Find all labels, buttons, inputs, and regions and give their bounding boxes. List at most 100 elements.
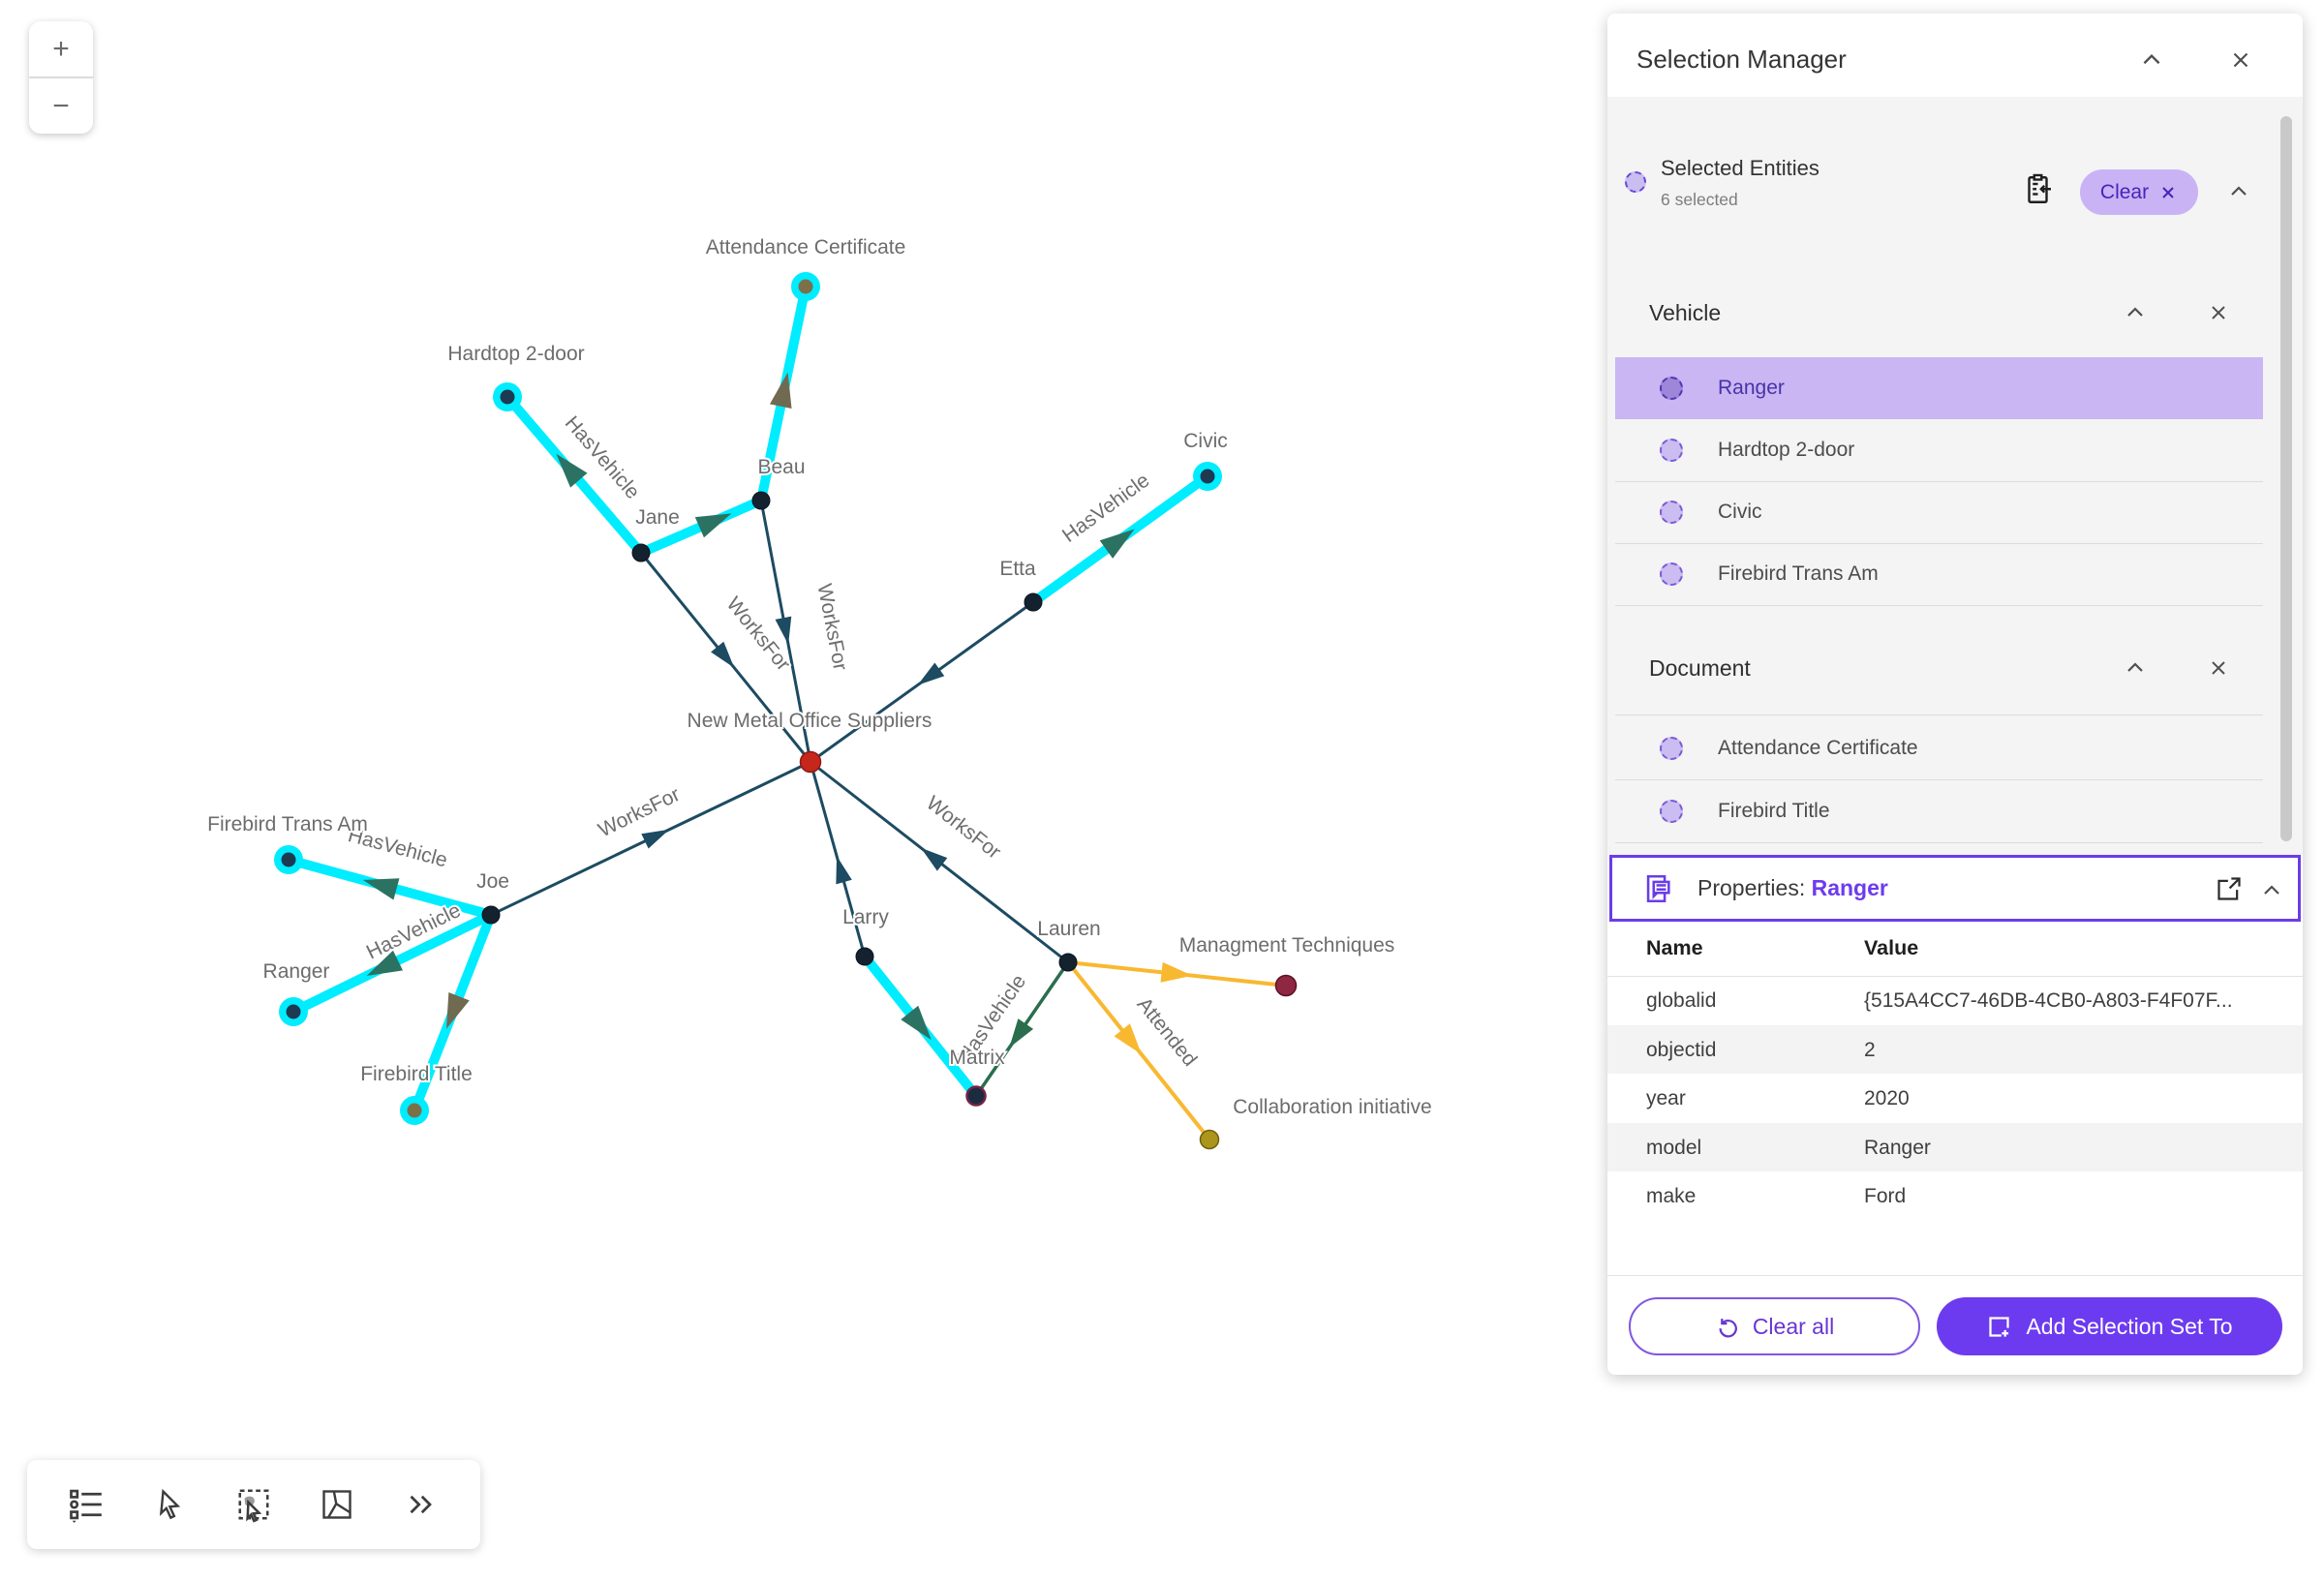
prop-value: {515A4CC7-46DB-4CB0-A803-F4F07F... — [1864, 989, 2233, 1012]
node-label-etta: Etta — [999, 558, 1036, 580]
node-core-attcert — [798, 279, 813, 294]
node-label-attcert: Attendance Certificate — [706, 236, 906, 258]
node-label-company: New Metal Office Suppliers — [688, 710, 933, 732]
edge-arrow-larry-matrix — [901, 1005, 932, 1041]
zoom-out-button[interactable]: − — [52, 89, 70, 122]
group-header-document: Document — [1649, 655, 1751, 681]
open-properties-panel-icon[interactable] — [2216, 875, 2243, 902]
add-to-set-icon — [1989, 1316, 2010, 1337]
clear-all-button[interactable]: Clear all — [1629, 1297, 1920, 1355]
legend-list-icon[interactable] — [65, 1483, 107, 1526]
node-collab[interactable] — [1199, 1129, 1220, 1150]
prop-name: year — [1646, 1087, 1686, 1109]
clear-selection-button[interactable]: Clear — [2080, 169, 2198, 215]
edge-arrow-lauren-mgmt — [1160, 961, 1193, 983]
zoom-control: + − — [29, 21, 93, 134]
panel-close-icon[interactable] — [2227, 46, 2254, 74]
layout-links-icon[interactable] — [316, 1483, 358, 1526]
edge-arrow-lauren-company — [920, 847, 948, 871]
node-mgmt[interactable] — [1274, 974, 1298, 997]
panel-scrollbar[interactable] — [2280, 116, 2292, 841]
properties-collapse-icon[interactable] — [2258, 877, 2285, 904]
node-etta[interactable] — [1024, 592, 1043, 612]
entity-dot-icon — [1660, 562, 1683, 586]
column-header-value: Value — [1864, 936, 1919, 959]
table-row-stripe — [1607, 1025, 2303, 1074]
node-label-collab: Collaboration initiative — [1233, 1096, 1431, 1118]
node-label-ftitle: Firebird Title — [360, 1063, 473, 1085]
edge-arrow-joe-ftitle — [445, 992, 470, 1029]
edge-arrow-joe-fta — [362, 878, 400, 900]
node-beau[interactable] — [751, 491, 771, 510]
properties-header[interactable]: Properties: Ranger — [1609, 855, 2301, 922]
list-item-hardtop-2-door[interactable]: Hardtop 2-door — [1615, 419, 2263, 481]
vehicle-collapse-icon[interactable] — [2122, 299, 2149, 326]
node-lauren[interactable] — [1058, 953, 1078, 972]
edge-arrow-jane-beau — [694, 513, 732, 538]
table-row-stripe — [1607, 1123, 2303, 1171]
selected-entities-badge-icon — [1625, 171, 1646, 193]
entity-dot-icon — [1660, 377, 1683, 400]
add-selection-set-button[interactable]: Add Selection Set To — [1937, 1297, 2282, 1355]
list-item-civic[interactable]: Civic — [1615, 481, 2263, 543]
node-label-matrix: Matrix — [949, 1047, 1005, 1069]
entity-dot-icon — [1660, 501, 1683, 524]
node-label-hardtop: Hardtop 2-door — [447, 343, 584, 365]
prop-value: Ford — [1864, 1185, 1907, 1207]
prop-value: 2 — [1864, 1039, 1876, 1061]
node-label-beau: Beau — [757, 456, 805, 478]
panel-collapse-chevron-icon[interactable] — [2138, 46, 2165, 74]
node-core-ranger — [286, 1004, 301, 1019]
row-divider — [1615, 779, 2263, 780]
prop-name: model — [1646, 1137, 1702, 1159]
selection-scroll-area — [1607, 97, 2303, 855]
node-joe[interactable] — [481, 905, 501, 925]
properties-entity-name: Ranger — [1811, 875, 1888, 900]
node-core-ftitle — [407, 1103, 422, 1118]
node-label-lauren: Lauren — [1037, 918, 1100, 940]
node-core-civic — [1200, 469, 1215, 484]
list-item-attendance-certificate[interactable]: Attendance Certificate — [1615, 716, 2263, 779]
node-label-fta: Firebird Trans Am — [207, 813, 368, 836]
row-divider — [1615, 481, 2263, 482]
entity-dot-icon — [1660, 799, 1683, 823]
edge-arrow-jane-hardtop — [556, 453, 588, 488]
document-close-icon[interactable] — [2205, 654, 2232, 682]
row-divider — [1615, 543, 2263, 544]
zoom-in-button[interactable]: + — [52, 32, 70, 65]
copy-selection-icon[interactable] — [2022, 172, 2057, 212]
entity-dot-icon — [1660, 736, 1683, 760]
edge-label-joe-company: WorksFor — [595, 783, 684, 841]
node-jane[interactable] — [631, 543, 651, 562]
list-item-ranger[interactable]: Ranger — [1615, 357, 2263, 419]
more-tools-icon[interactable] — [400, 1483, 443, 1526]
properties-prefix: Properties: — [1697, 875, 1806, 900]
node-company[interactable] — [799, 750, 822, 774]
prop-name: globalid — [1646, 989, 1717, 1012]
row-divider — [1615, 714, 2263, 715]
node-label-jane: Jane — [635, 506, 680, 529]
node-larry[interactable] — [855, 947, 874, 966]
document-collapse-icon[interactable] — [2122, 654, 2149, 682]
edge-arrow-etta-company — [917, 662, 945, 685]
edge-arrow-joe-company — [641, 829, 670, 849]
selection-manager-panel: Selection Manager Selected Entities 6 se… — [1607, 14, 2303, 1375]
edge-arrow-lauren-collab — [1114, 1023, 1142, 1054]
node-matrix[interactable] — [965, 1085, 987, 1107]
selected-entities-collapse-icon[interactable] — [2225, 178, 2252, 205]
table-divider — [1607, 976, 2303, 977]
list-item-firebird-trans-am[interactable]: Firebird Trans Am — [1615, 543, 2263, 605]
prop-value: Ranger — [1864, 1137, 1931, 1159]
selected-entities-count: 6 selected — [1661, 190, 1738, 209]
select-partial-icon[interactable] — [232, 1483, 275, 1526]
column-header-name: Name — [1646, 936, 1703, 959]
zoom-divider — [29, 76, 93, 78]
edge-arrow-etta-civic — [1099, 529, 1135, 559]
edge-arrow-beau-attcert — [769, 372, 792, 410]
select-cursor-icon[interactable] — [149, 1483, 192, 1526]
node-label-ranger: Ranger — [263, 960, 330, 983]
list-item-firebird-title[interactable]: Firebird Title — [1615, 779, 2263, 842]
properties-doc-icon — [1646, 874, 1670, 902]
vehicle-close-icon[interactable] — [2205, 299, 2232, 326]
